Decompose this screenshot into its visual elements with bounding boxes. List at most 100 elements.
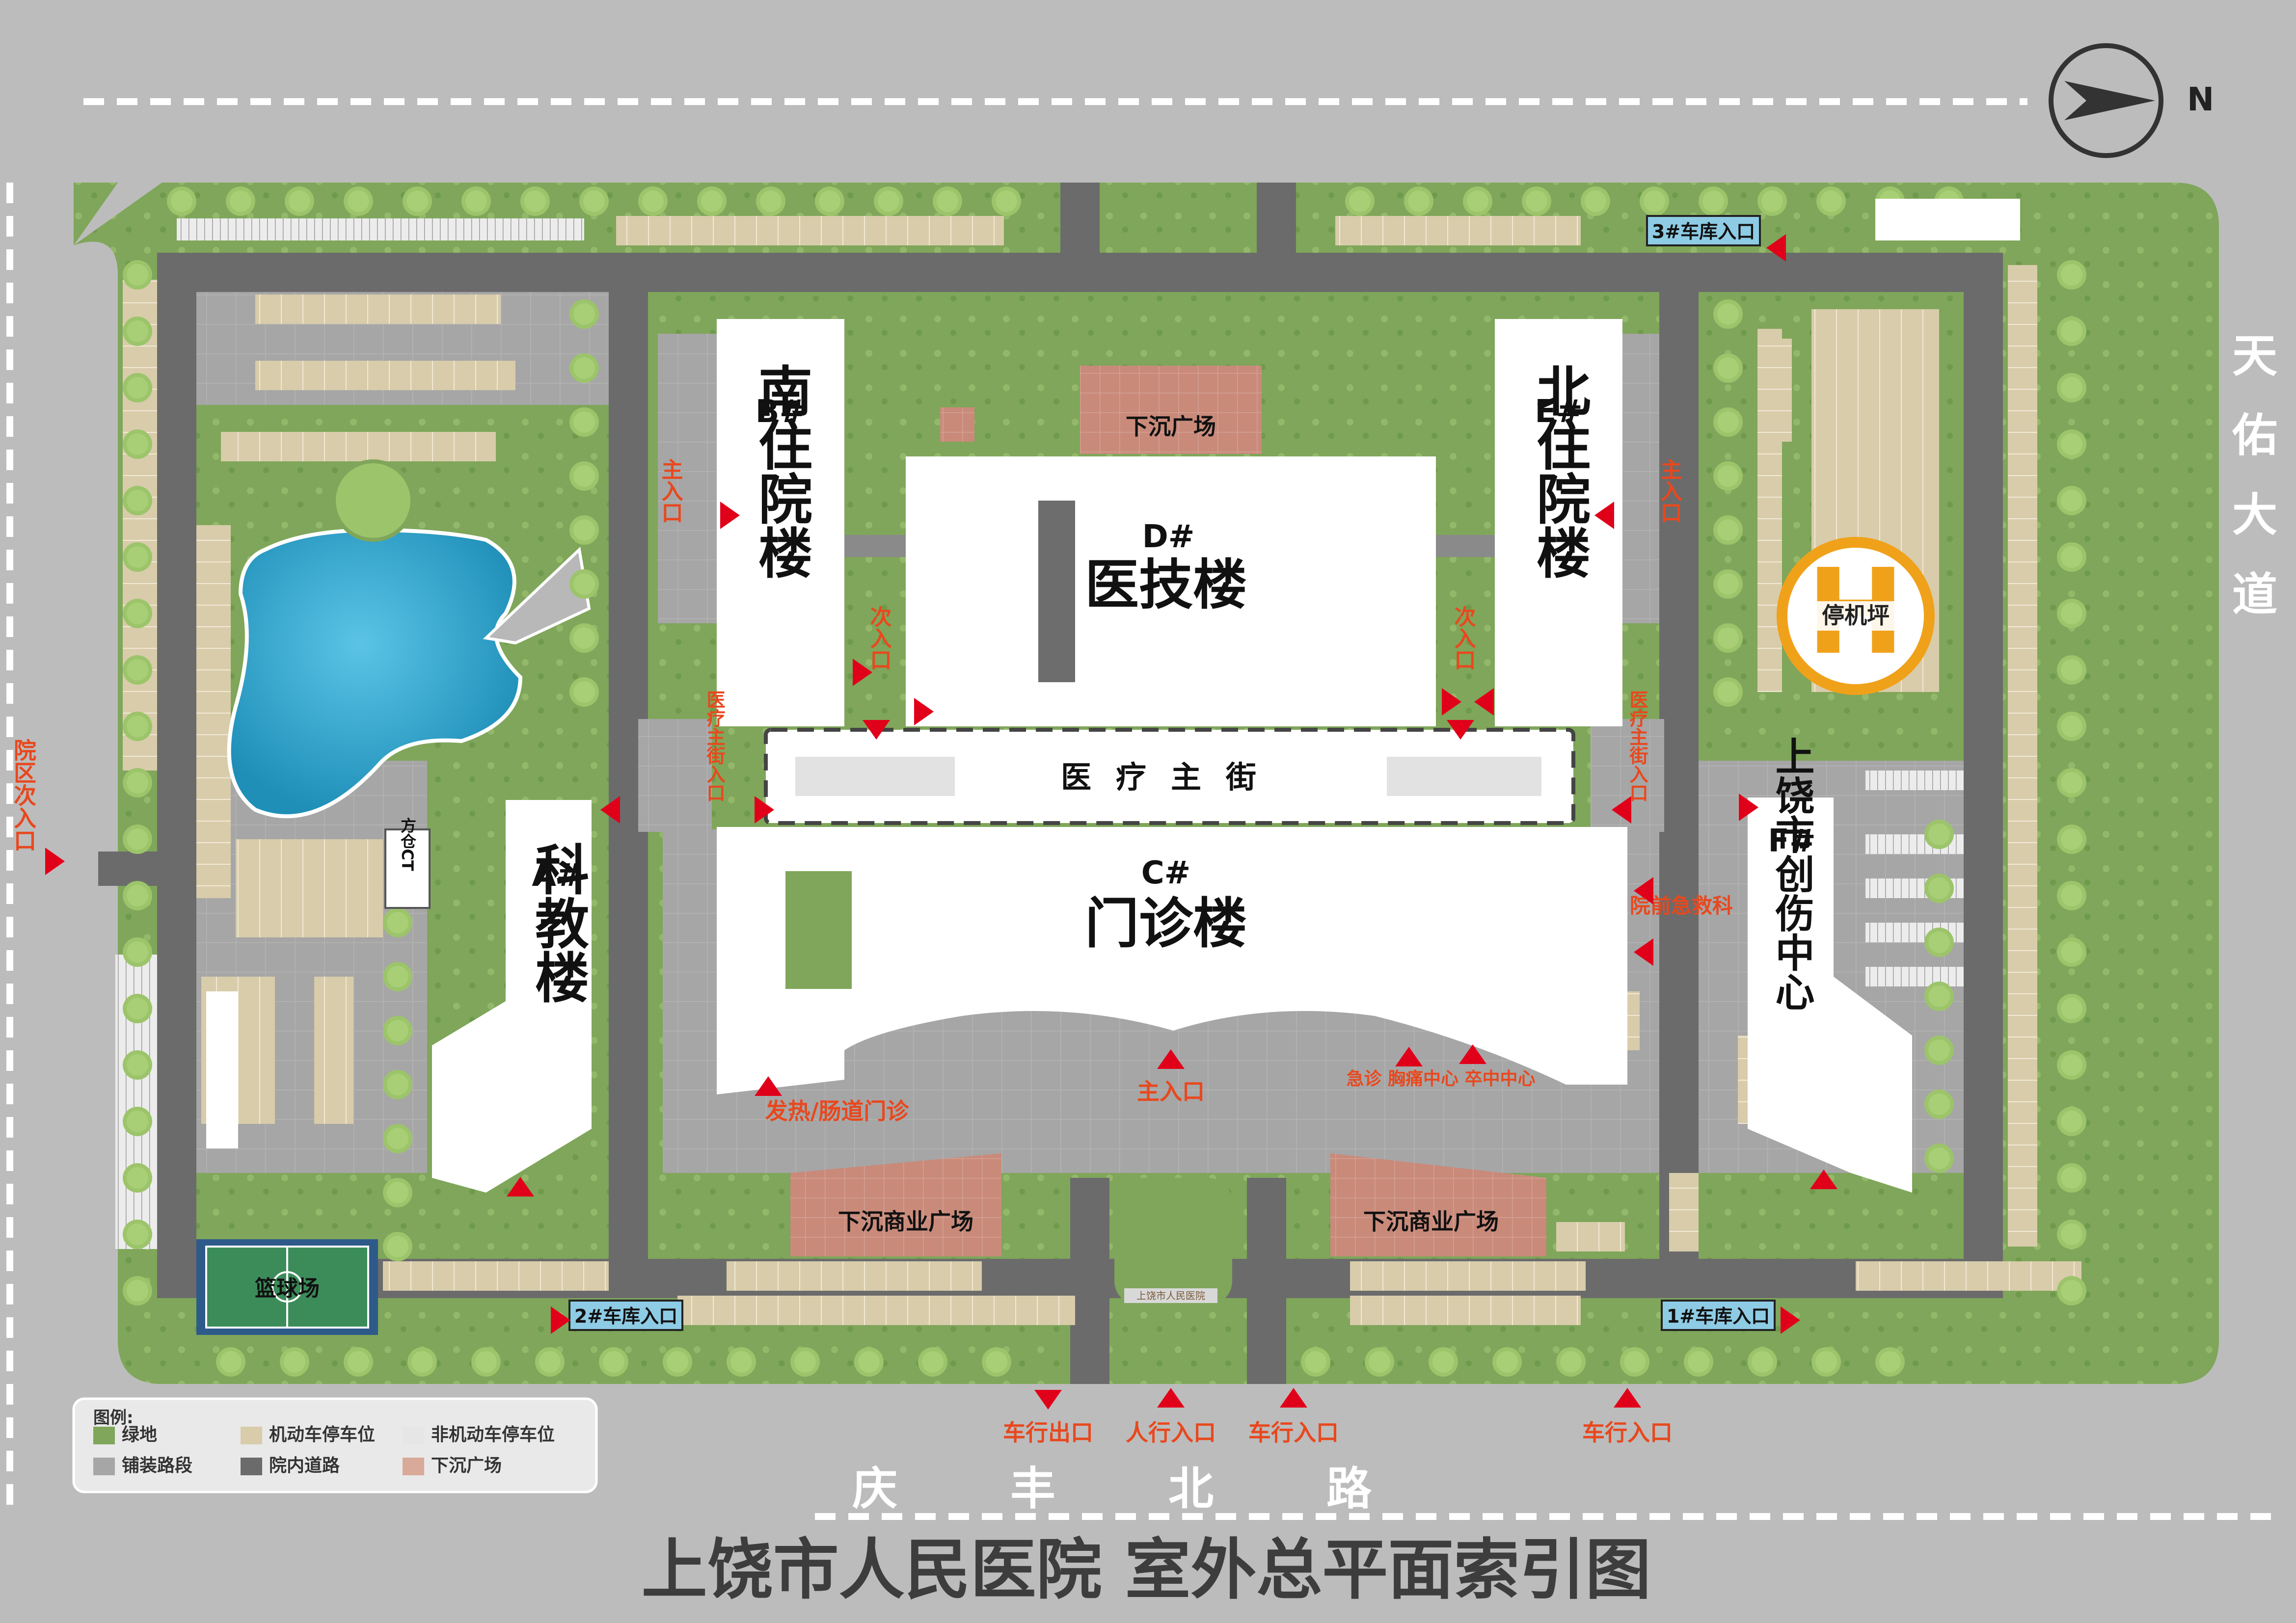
tree-icon (2057, 994, 2086, 1023)
tree-icon (1684, 1347, 1713, 1377)
legend-label: 铺装路段 (122, 1456, 192, 1476)
tree-icon (638, 186, 668, 216)
tree-icon (1748, 1347, 1777, 1377)
building-a-name: 科教楼 (526, 842, 589, 1004)
tree-icon (123, 1276, 152, 1305)
legend-swatch (241, 1458, 262, 1475)
building-f[interactable] (1748, 798, 1912, 1193)
tree-icon (123, 1163, 152, 1193)
parking-stalls (123, 216, 2081, 1325)
tree-icon (569, 623, 599, 653)
basketball-label: 篮球场 (255, 1276, 320, 1301)
tree-icon (756, 186, 785, 216)
tree-icon (471, 1347, 501, 1377)
tree-icon (2057, 881, 2086, 910)
helipad[interactable]: H 停机坪 (1777, 537, 1935, 695)
tree-icon (2057, 542, 2086, 572)
tree-icon (407, 1347, 437, 1377)
lab-block (206, 991, 238, 1148)
legend-heading: 图例: (93, 1408, 134, 1428)
tree-icon (599, 1347, 628, 1377)
road-exit-label: 车行出口 (1003, 1419, 1093, 1446)
building-d[interactable] (906, 456, 1436, 726)
tree-icon (2057, 1050, 2086, 1080)
tree-icon (123, 260, 152, 290)
entrance-street-right: 医疗主街入口 (1626, 690, 1648, 802)
tree-icon (1713, 353, 1743, 383)
legend-swatch (403, 1427, 424, 1444)
building-e[interactable] (1495, 319, 1622, 726)
tree-icon (344, 1347, 373, 1377)
tree-icon (663, 1347, 692, 1377)
east-road-name: 天佑大道 (2225, 332, 2278, 650)
tree-icon (1713, 299, 1743, 329)
tree-icon (1581, 186, 1610, 216)
tree-icon (226, 186, 255, 216)
tree-icon (1429, 1347, 1458, 1377)
building-c[interactable] (717, 827, 1627, 1094)
legend-label: 非机动车停车位 (431, 1425, 555, 1445)
tree-icon (344, 186, 373, 216)
gate-lawn: 上饶市人民医院 (1114, 1178, 1232, 1305)
entrance-d-secondary: 次入口 (1451, 606, 1476, 670)
tree-icon (2057, 1220, 2086, 1249)
tree-icon (403, 186, 432, 216)
tree-icon (918, 1347, 947, 1377)
tree-icon (569, 569, 599, 599)
south-road-name: 庆丰北路 (852, 1463, 1485, 1515)
tree-icon (383, 1124, 412, 1153)
legend-swatch (403, 1458, 424, 1475)
tree-icon (123, 937, 152, 967)
tree-icon (1404, 186, 1433, 216)
tree-icon (2057, 825, 2086, 854)
tree-icon (1713, 623, 1743, 653)
tree-icon (123, 881, 152, 910)
tree-icon (1713, 461, 1743, 491)
tree-icon (383, 1178, 412, 1207)
tree-icon (123, 542, 152, 572)
tree-icon (2057, 1276, 2086, 1305)
tree-icon (1811, 1347, 1841, 1377)
tree-icon (1699, 186, 1728, 216)
north-compass: N (2049, 43, 2214, 158)
tree-icon (123, 994, 152, 1023)
legend: 图例: 绿地机动车停车位非机动车停车位铺装路段院内道路下沉广场 (72, 1397, 598, 1493)
legend-label: 机动车停车位 (269, 1425, 375, 1445)
tree-icon (520, 186, 550, 216)
tree-icon (383, 908, 412, 937)
building-b[interactable] (717, 319, 844, 726)
page-title: 上饶市人民医院 室外总平面索引图 (642, 1532, 1651, 1608)
tree-icon (1620, 1347, 1649, 1377)
building-a[interactable] (432, 800, 592, 1193)
garage-entrances[interactable]: 2#车库入口 1#车库入口 3#车库入口 (568, 215, 1776, 1331)
tree-icon (1924, 982, 1954, 1011)
tree-icon (1713, 569, 1743, 599)
legend-swatch (241, 1427, 262, 1444)
north-label: N (2187, 80, 2214, 118)
tree-icon (2057, 1107, 2086, 1136)
tree-icon (1924, 1090, 1954, 1119)
tree-icon (1301, 1347, 1330, 1377)
property-boundary (6, 98, 2278, 1520)
building-f-code: F# (1768, 823, 1815, 859)
tree-icon (383, 1016, 412, 1045)
road-vehicle-1-label: 车行入口 (1248, 1419, 1339, 1446)
tree-icon (167, 186, 196, 216)
tree-icon (569, 407, 599, 437)
tree-icon (569, 461, 599, 491)
stone-inscription: 上饶市人民医院 (1136, 1290, 1205, 1302)
tree-icon (697, 186, 727, 216)
tree-icon (1522, 186, 1551, 216)
tree-icon (1924, 1036, 1954, 1065)
building-e-code: E# (1535, 394, 1582, 430)
entrance-c-main: 主入口 (1137, 1078, 1205, 1105)
tree-icon (461, 186, 491, 216)
building-b-name: 南住院楼 (749, 363, 812, 579)
tree-icon (854, 1347, 884, 1377)
tree-icon (1816, 186, 1846, 216)
tree-icon (933, 186, 962, 216)
building-a-code: A# (532, 857, 582, 894)
fangcang-ct-box[interactable] (384, 828, 431, 909)
entrance-fever-clinic: 发热/肠道门诊 (765, 1098, 910, 1124)
medical-main-street (764, 728, 1575, 825)
